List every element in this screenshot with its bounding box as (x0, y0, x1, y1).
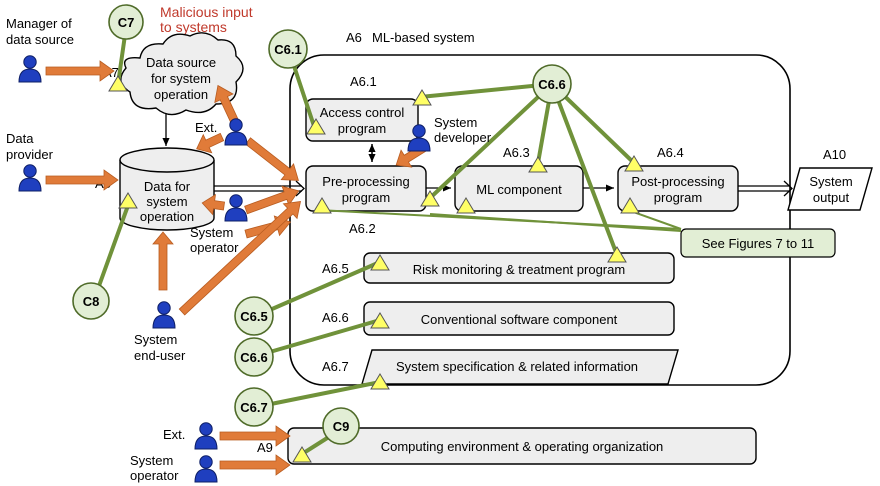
access-control-line1: Access control (320, 105, 405, 120)
spec-shape (361, 349, 679, 385)
person-icon-provider (18, 164, 42, 192)
actor-developer-line2: developer (434, 130, 492, 145)
actor-ext-bottom: Ext. (163, 427, 185, 442)
actor-provider-line1: Data (6, 131, 34, 146)
threat-circle-c65: C6.5 (234, 296, 274, 336)
actor-operator-bottom-line1: System (130, 453, 173, 468)
person-icon-operator-mid (224, 194, 248, 222)
threat-circle-c66-top-label: C6.6 (538, 77, 565, 92)
ml-component-label: ML component (476, 182, 562, 197)
arrow-ext-to-preproc (244, 137, 299, 181)
data-source-cloud: Data source for system operation (120, 32, 244, 116)
postprocessing-line1: Post-processing (631, 174, 724, 189)
ml-component-code: A6.3 (503, 145, 530, 160)
system-output-line2: output (813, 190, 850, 205)
threat-markers (108, 75, 644, 463)
conventional-label: Conventional software component (421, 312, 618, 327)
see-figures-label: See Figures 7 to 11 (702, 236, 815, 251)
threat-circle-c67-label: C6.7 (240, 400, 267, 415)
preprocessing-line2: program (342, 190, 390, 205)
arrow-provider-to-data (45, 169, 119, 191)
system-output-code: A10 (823, 147, 846, 162)
access-control-line2: program (338, 121, 386, 136)
flow-arrows (162, 114, 793, 197)
see-figures-box (680, 228, 836, 258)
system-output-line1: System (809, 174, 852, 189)
data-for-line3: operation (140, 209, 194, 224)
threat-circle-c61: C6.1 (268, 29, 308, 69)
system-output-shape (787, 167, 873, 211)
data-source-line1: Data source (146, 55, 216, 70)
threat-circle-c8: C8 (72, 282, 110, 320)
postprocessing-code: A6.4 (657, 145, 684, 160)
threat-circle-c9: C9 (322, 407, 360, 445)
arrow-operator-to-data (201, 193, 226, 216)
conventional-box (363, 301, 675, 336)
threat-circle-c8-label: C8 (83, 294, 100, 309)
threat-circle-c65-label: C6.5 (240, 309, 267, 324)
ml-system-title: ML-based system (372, 30, 475, 45)
threat-circle-c66: C6.6 (234, 337, 274, 377)
person-icon-ext-top (224, 118, 248, 146)
preprocessing-code: A6.2 (349, 221, 376, 236)
spec-code: A6.7 (322, 359, 349, 374)
person-icon-operator-bottom (194, 455, 218, 483)
actor-developer-line1: System (434, 115, 477, 130)
arrow-enduser-to-preproc (178, 201, 301, 316)
actor-provider-line2: provider (6, 147, 54, 162)
computing-code: A9 (257, 440, 273, 455)
data-for-cylinder: Data for system operation (119, 147, 215, 231)
data-source-line3: operation (154, 87, 208, 102)
actor-manager-line1: Manager of (6, 16, 72, 31)
access-control-box (305, 98, 419, 142)
arrow-operator-to-preproc (244, 185, 300, 215)
computing-label: Computing environment & operating organi… (381, 439, 664, 454)
threat-circle-c61-label: C6.1 (274, 42, 301, 57)
risk-label: Risk monitoring & treatment program (413, 262, 625, 277)
person-icon-manager (18, 55, 42, 83)
data-for-line2: system (146, 194, 187, 209)
spec-label: System specification & related informati… (396, 359, 638, 374)
orange-arrows (45, 60, 428, 476)
actor-ext-top: Ext. (195, 120, 217, 135)
data-source-line2: for system (151, 71, 211, 86)
access-control-code: A6.1 (350, 74, 377, 89)
arrow-operator-to-computing (219, 454, 291, 476)
risk-code: A6.5 (322, 261, 349, 276)
ml-system-title-code: A6 (346, 30, 362, 45)
data-for-line1: Data for (144, 179, 191, 194)
arrow-manager-to-source (45, 60, 115, 82)
ml-system-boundary (289, 54, 791, 386)
threat-label-line2: to systems (160, 19, 227, 35)
arrow-ext-to-source (214, 84, 239, 123)
postprocessing-line2: program (654, 190, 702, 205)
actor-manager-line2: data source (6, 32, 74, 47)
person-icon-end-user (152, 301, 176, 329)
threat-circle-c7: C7 (108, 4, 144, 40)
preprocessing-line1: Pre-processing (322, 174, 409, 189)
threat-circle-c67: C6.7 (234, 387, 274, 427)
threat-label-line1: Malicious input (160, 4, 253, 20)
threat-circle-c66-top: C6.6 (532, 64, 572, 104)
actor-end-user-line1: System (134, 332, 177, 347)
actor-operator-bottom-line2: operator (130, 468, 179, 483)
threat-circle-c9-label: C9 (333, 419, 350, 434)
actor-operator-mid-line1: System (190, 225, 233, 240)
actor-end-user-line2: end-user (134, 348, 186, 363)
actor-operator-mid-line2: operator (190, 240, 239, 255)
arrow-enduser-to-data (152, 231, 174, 291)
postprocessing-box (617, 165, 739, 212)
computing-box (287, 427, 757, 465)
arrow-ext-to-computing (219, 425, 291, 447)
threat-circle-c66-label: C6.6 (240, 350, 267, 365)
conventional-code: A6.6 (322, 310, 349, 325)
threat-circle-c7-label: C7 (118, 15, 135, 30)
person-icon-ext-bottom (194, 422, 218, 450)
arrow-ext-to-data (196, 132, 225, 154)
